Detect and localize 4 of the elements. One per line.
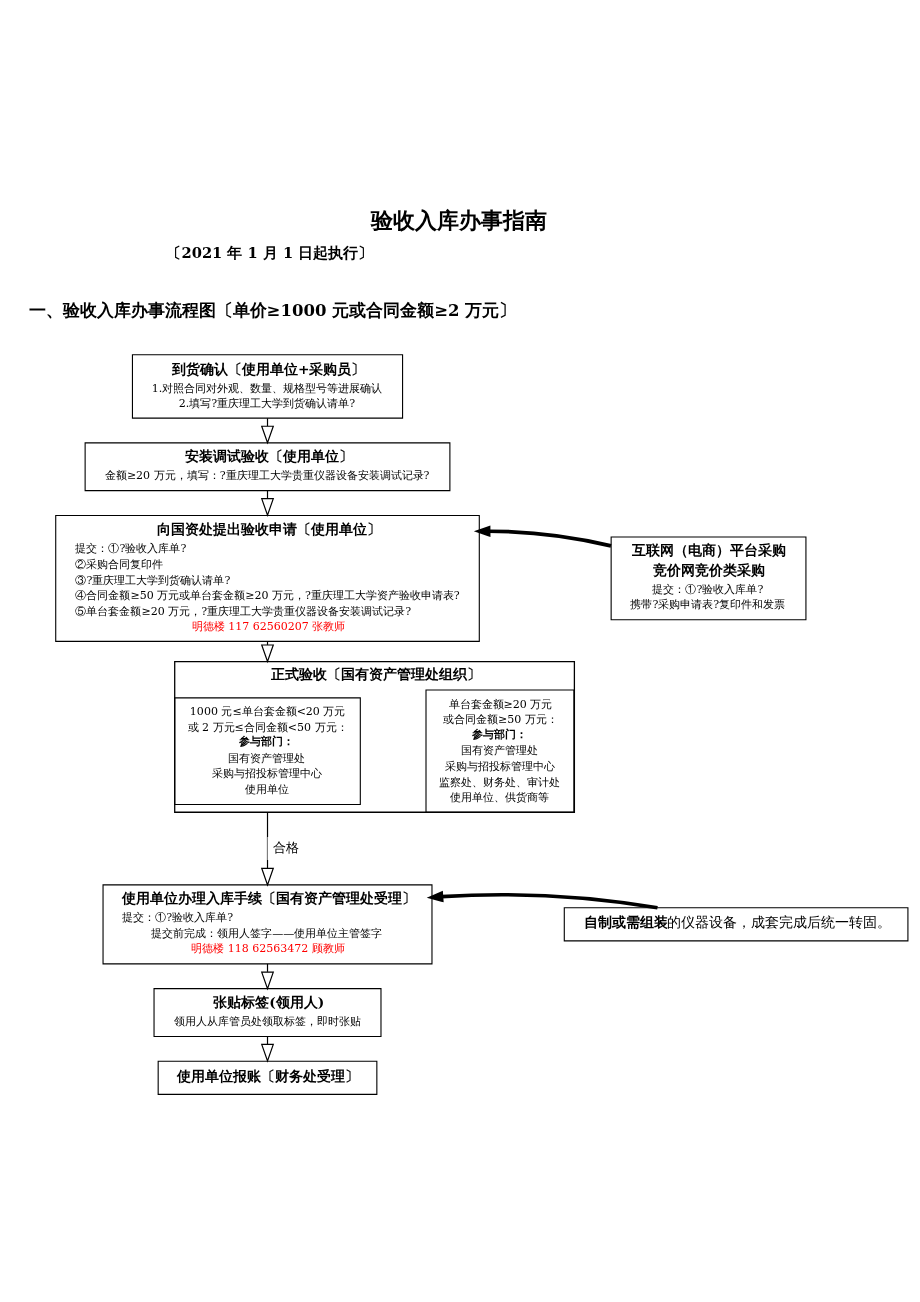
edge-label: 合格 xyxy=(272,840,299,856)
label: 一、验收入库办事流程图〔单价≥1000 元或合同金额≥2 万元〕 xyxy=(28,300,517,321)
label: 〔2021 年 1 月 1 日起执行〕 xyxy=(166,244,374,262)
diagram-title: 验收入库办事指南 xyxy=(371,207,548,234)
